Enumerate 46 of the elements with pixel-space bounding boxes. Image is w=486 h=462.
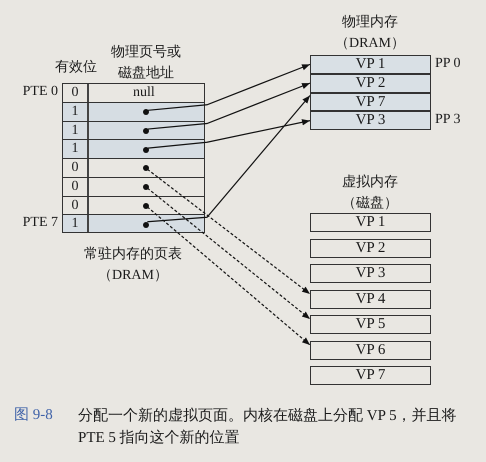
pointer-dot — [143, 128, 149, 134]
memory-heading: 虚拟内存（磁盘） — [341, 173, 399, 213]
pointer-dot — [143, 202, 149, 209]
valid-bit: 1 — [63, 215, 89, 232]
arrow — [148, 82, 310, 130]
page-box: VP 1 — [310, 213, 431, 232]
page-box: VP 4 — [310, 290, 431, 309]
page-box: VP 2 — [310, 239, 431, 258]
column-heading: 有效位 — [54, 58, 98, 77]
arrow — [148, 64, 310, 111]
dashed-arrow — [147, 168, 310, 294]
page-box: VP 6 — [310, 341, 431, 360]
pp-label: PP 0 — [435, 56, 461, 72]
page-table-row — [62, 176, 205, 196]
dashed-arrow — [146, 188, 310, 320]
figure-number: 图 9-8 — [14, 406, 54, 425]
page-box: VP 7 — [310, 92, 431, 112]
dashed-arrow — [146, 206, 310, 346]
page-table-row — [62, 139, 205, 158]
valid-bit: 1 — [63, 140, 89, 158]
page-box: VP 1 — [310, 55, 431, 74]
page-table-row — [62, 214, 205, 233]
arrow — [148, 119, 310, 149]
pointer-dot — [143, 222, 149, 228]
page-table-row — [62, 158, 205, 177]
figure-caption: 分配一个新的虚拟页面。内核在磁盘上分配 VP 5，并且将 PTE 5 指向这个新的位置 — [78, 406, 458, 448]
page-box: VP 3 — [310, 111, 431, 130]
pointer-dot — [143, 109, 149, 116]
page-box: VP 2 — [310, 74, 431, 92]
pointer-dot — [143, 146, 149, 153]
page-table-row — [62, 102, 205, 120]
pp-label: PP 3 — [435, 112, 461, 128]
null-value: null — [133, 84, 155, 101]
page-box: VP 7 — [310, 366, 431, 385]
valid-bit: 0 — [63, 159, 89, 177]
page-box: VP 5 — [310, 315, 431, 334]
page-table-row — [62, 120, 205, 140]
pointer-dot — [143, 184, 149, 190]
pte-label: PTE 7 — [22, 215, 58, 232]
table-caption: 常驻内存的页表（DRAM） — [83, 245, 183, 285]
pte-label: PTE 0 — [22, 84, 58, 100]
pointer-dot — [143, 165, 149, 172]
page-box: VP 3 — [310, 264, 431, 283]
memory-heading: 物理内存（DRAM） — [334, 14, 406, 53]
valid-bit: 0 — [63, 178, 89, 196]
arrow — [147, 95, 310, 222]
